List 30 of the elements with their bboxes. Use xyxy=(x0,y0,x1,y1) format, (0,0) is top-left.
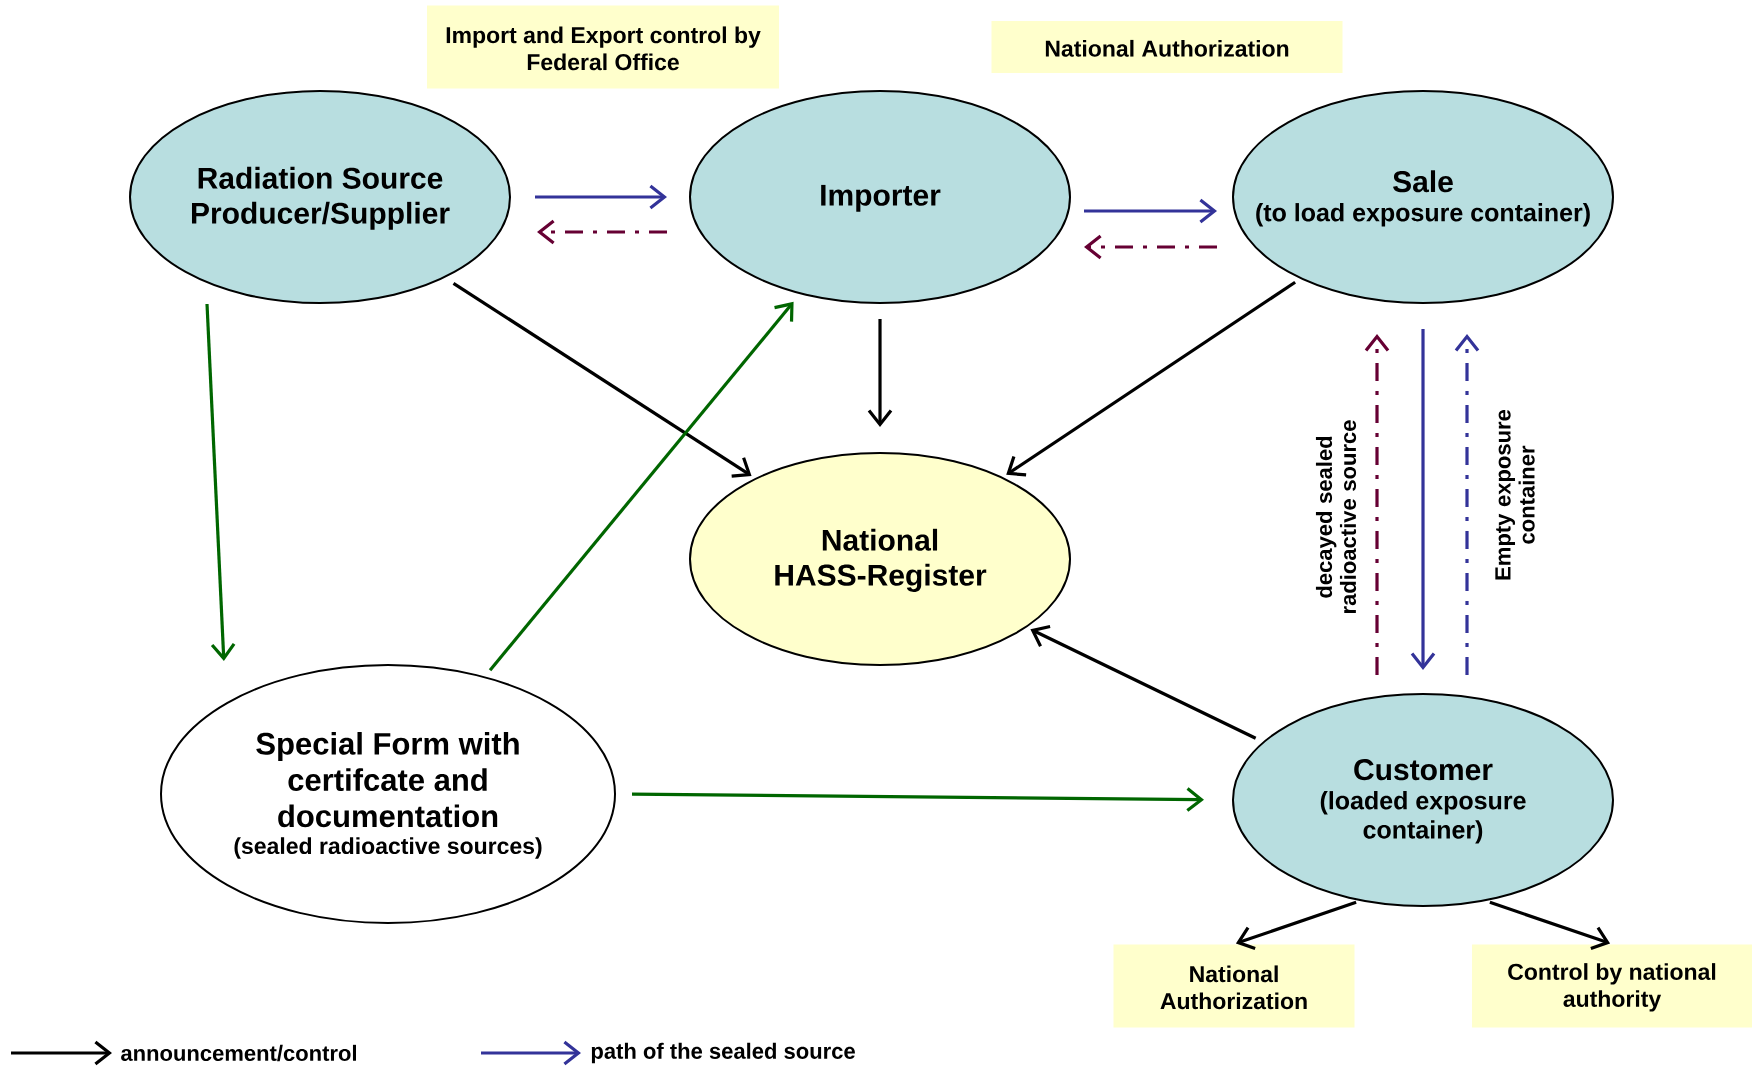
note-box: National Authorization xyxy=(1113,944,1355,1028)
note-box: Control by national authority xyxy=(1472,944,1752,1028)
ellipse-node: Customer (loaded exposure container) xyxy=(1232,693,1614,907)
legend-label: announcement/control xyxy=(121,1044,356,1062)
arrow xyxy=(488,301,794,672)
arrow xyxy=(1084,198,1217,224)
arrow xyxy=(205,303,236,661)
arrow xyxy=(535,184,667,210)
arrow xyxy=(867,319,893,427)
arrow xyxy=(632,787,1204,812)
arrow xyxy=(1235,900,1357,950)
arrow xyxy=(1006,280,1297,477)
arrow xyxy=(537,219,667,245)
edge-label: decayed sealed radioactive source xyxy=(1315,420,1357,614)
ellipse-node: Special Form with certifcate and documentation (sealed radioactive sources) xyxy=(160,664,616,924)
arrow xyxy=(1489,900,1611,950)
arrow xyxy=(1454,334,1480,675)
arrow xyxy=(1084,234,1217,260)
note-box: National Authorization xyxy=(991,21,1343,73)
edge-label: Empty exposure container xyxy=(1495,409,1535,580)
ellipse-node: National HASS-Register xyxy=(689,452,1071,666)
arrow xyxy=(1410,329,1436,670)
ellipse-node: Importer xyxy=(689,90,1071,304)
note-box: Import and Export control by Federal Office xyxy=(427,5,779,89)
ellipse-node: Radiation Source Producer/Supplier xyxy=(129,90,511,304)
ellipse-node: Sale (to load exposure container) xyxy=(1232,90,1614,304)
arrow xyxy=(452,281,752,478)
legend-label: path of the sealed source xyxy=(591,1042,855,1064)
arrow xyxy=(1030,624,1257,740)
arrow xyxy=(1364,334,1390,675)
